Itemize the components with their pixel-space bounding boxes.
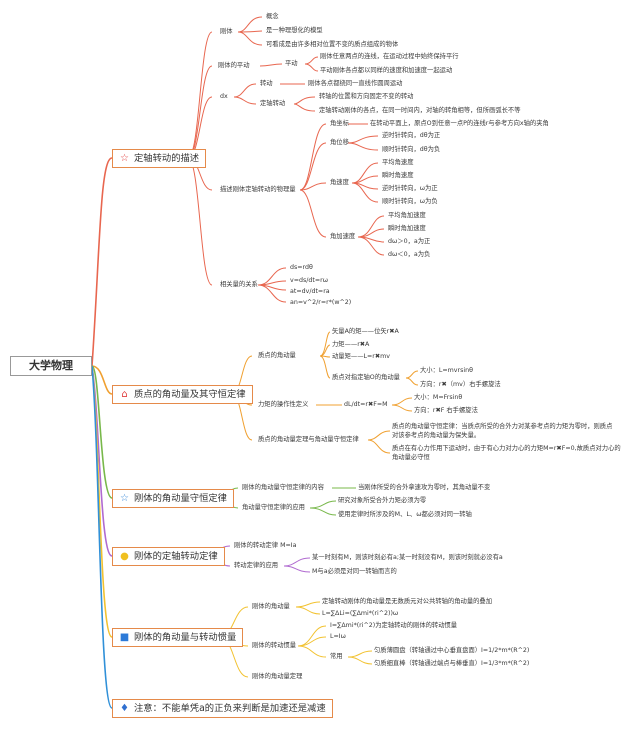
node-rigid-angular-momentum-1[interactable]: 定轴转动刚体的角动量是无数质元对公共转轴的角动量的叠加 <box>322 598 493 605</box>
node-rotation-item[interactable]: 刚体各点都绕同一直线作圆周运动 <box>308 80 403 87</box>
node-angular-displacement-ccw[interactable]: 逆时针转向，dθ为正 <box>382 132 441 139</box>
node-conservation-law-1[interactable]: 质点的角动量守恒定律：当质点所受的合外力对某参考点的力矩为零时，则质点 <box>392 423 613 430</box>
star-icon: ☆ <box>120 493 129 504</box>
node-about-axis[interactable]: 质点对指定轴O的角动量 <box>332 374 400 381</box>
node-rotation-law-formula[interactable]: 刚体的转动定律 M=Ia <box>234 542 297 549</box>
node-vector-moment[interactable]: 矢量A的矩——位矢r✖A <box>332 328 399 335</box>
node-angular-displacement-cw[interactable]: 顺时针转向，dθ为负 <box>382 146 441 153</box>
node-conservation-law-2[interactable]: 质点在有心力作用下运动时，由于有心力对力心的力矩M=r✖F=0,故质点对力心的 <box>392 445 621 452</box>
node-dx[interactable]: dx <box>220 93 228 100</box>
section-label: 注意：不能单凭a的正负来判断是加速还是减速 <box>134 703 326 714</box>
node-rigid-concept[interactable]: 概念 <box>266 13 279 20</box>
node-common[interactable]: 常用 <box>330 653 343 660</box>
section-angular-momentum-inertia[interactable]: ■ 刚体的角动量与转动惯量 <box>112 628 244 647</box>
node-torque-magnitude[interactable]: 大小：M=Frsinθ <box>414 394 463 401</box>
node-moment-of-inertia-1[interactable]: I=∑Δmi*(ri^2)为定轴转动的刚体的转动惯量 <box>330 622 458 629</box>
node-angular-acceleration-item-4[interactable]: dω＜0，a为负 <box>388 251 431 258</box>
node-angular-momentum-theorem[interactable]: 质点的角动量定理与角动量守恒定律 <box>258 436 359 443</box>
node-rotation-law-application-1[interactable]: 某一时刻有M，则该时刻必有a;某一时刻没有M，则该时刻就必没有a <box>312 554 503 561</box>
node-rigid-conservation-content-item[interactable]: 当刚体所受的合外拿速攻为零时，其角动量不变 <box>358 484 491 491</box>
lightbulb-icon: ● <box>120 551 129 562</box>
section-label: 定轴转动的描述 <box>134 153 200 164</box>
node-rigid-conservation-application[interactable]: 角动量守恒定律的应用 <box>242 504 305 511</box>
node-rigid-translation[interactable]: 刚体的平动 <box>218 62 250 69</box>
node-angular-velocity-item-1[interactable]: 平均角速度 <box>382 159 414 166</box>
node-angular-acceleration-item-3[interactable]: dω＞0，a为正 <box>388 238 431 245</box>
node-relation-4[interactable]: an=v^2/r=r*(w^2) <box>290 299 352 306</box>
node-angular-displacement[interactable]: 角位移 <box>330 139 349 146</box>
node-relation-2[interactable]: v=ds/dt=rω <box>290 277 329 284</box>
node-fixed-axis[interactable]: 定轴转动 <box>260 100 286 107</box>
node-fixed-axis-item-1[interactable]: 转轴的位置和方向固定不变的转动 <box>319 93 414 100</box>
node-particle-angular-momentum[interactable]: 质点的角动量 <box>258 352 296 359</box>
node-conservation-law-2-cont[interactable]: 角动量必守恒 <box>392 454 430 461</box>
node-common-rod[interactable]: 匀质细直棒（转轴通过端点与棒垂直）I=1/3*m*(R^2) <box>374 660 530 667</box>
node-rotation-law-application[interactable]: 转动定律的应用 <box>234 562 279 569</box>
node-angular-acceleration[interactable]: 角加速度 <box>330 233 356 240</box>
house-icon: ⌂ <box>121 389 128 400</box>
node-physical-quantities[interactable]: 描述刚体定轴转动的物理量 <box>220 186 296 193</box>
node-translation-item-1[interactable]: 刚体任意两点的连线，在运动过程中始终保持平行 <box>320 53 459 60</box>
section-label: 刚体的定轴转动定律 <box>134 551 218 562</box>
node-rigid-angular-momentum-2[interactable]: L=∑ΔLi=(∑Δmi*(ri^2))ω <box>322 610 399 617</box>
node-angular-acceleration-item-2[interactable]: 瞬时角加速度 <box>388 225 426 232</box>
node-torque-formula[interactable]: dL/dt=r✖F=M <box>344 401 388 408</box>
node-angular-velocity-item-3[interactable]: 逆时针转向，ω为正 <box>382 185 438 192</box>
section-note[interactable]: ♦ 注意：不能单凭a的正负来判断是加速还是减速 <box>112 699 333 718</box>
node-rigid-model[interactable]: 是一种理想化的模型 <box>266 27 323 34</box>
node-rigid-conservation-application-1[interactable]: 研究对象所受合外力矩必须为零 <box>338 497 427 504</box>
node-torque-direction[interactable]: 方向：r✖F 右手螺旋法 <box>414 407 478 414</box>
node-angular-velocity-item-2[interactable]: 瞬时角速度 <box>382 172 414 179</box>
node-moment-of-inertia-2[interactable]: L=Iω <box>330 633 346 640</box>
node-fixed-axis-item-2[interactable]: 定轴转动刚体的各点，在同一时间内，对轴的转角相等，但所画弧长不等 <box>319 107 521 114</box>
node-angular-coordinate[interactable]: 角坐标 <box>330 120 349 127</box>
node-angular-coordinate-item[interactable]: 在转动平面上，原点O到任意一点P的连线r与参考方向x轴的夹角 <box>370 120 549 127</box>
section-label: 质点的角动量及其守恒定律 <box>134 389 246 400</box>
node-torque-moment[interactable]: 力矩——r✖A <box>332 341 370 348</box>
node-angular-velocity[interactable]: 角速度 <box>330 179 349 186</box>
flame-icon: ♦ <box>120 703 129 714</box>
node-rigid-conservation-content[interactable]: 刚体的角动量守恒定律的内容 <box>242 484 324 491</box>
node-conservation-law-1-cont[interactable]: 对该参考点的角动量为保失量。 <box>392 432 481 439</box>
node-relation-1[interactable]: ds=rdθ <box>290 264 313 271</box>
node-rigid-definition[interactable]: 可看成是由许多相对位置不变的质点组成的物体 <box>266 41 399 48</box>
node-relation-3[interactable]: at=dv/dt=ra <box>290 288 330 295</box>
section-fixed-axis-rotation[interactable]: ☆ 定轴转动的描述 <box>112 149 207 168</box>
node-translation[interactable]: 平动 <box>285 60 298 67</box>
node-rigid-body[interactable]: 刚体 <box>220 28 233 35</box>
node-common-disc[interactable]: 匀质薄圆盘（转轴通过中心垂直盘面）I=1/2*m*(R^2) <box>374 647 530 654</box>
node-rigid-angular-momentum[interactable]: 刚体的角动量 <box>252 603 290 610</box>
node-torque-definition[interactable]: 力矩的操作性定义 <box>258 401 309 408</box>
star-outline-icon: ☆ <box>120 153 129 164</box>
section-particle-angular-momentum[interactable]: ⌂ 质点的角动量及其守恒定律 <box>112 385 253 404</box>
node-rigid-conservation-application-2[interactable]: 使用定律时所涉及的M、L、ω都必须对同一转轴 <box>338 511 472 518</box>
node-about-axis-magnitude[interactable]: 大小：L=mvrsinθ <box>420 367 473 374</box>
node-about-axis-direction[interactable]: 方向：r✖（mv）右手螺旋法 <box>420 381 501 388</box>
node-relations[interactable]: 相关量的关系 <box>220 281 258 288</box>
section-rotation-law[interactable]: ● 刚体的定轴转动定律 <box>112 547 225 566</box>
section-label: 刚体的角动量守恒定律 <box>134 493 227 504</box>
node-translation-item-2[interactable]: 平动刚体各点都以同样的速度和加速度一起运动 <box>320 67 453 74</box>
root-node[interactable]: 大学物理 <box>10 356 92 376</box>
node-angular-acceleration-item-1[interactable]: 平均角加速度 <box>388 212 426 219</box>
node-moment-of-inertia[interactable]: 刚体的转动惯量 <box>252 642 297 649</box>
node-angular-velocity-item-4[interactable]: 顺时针转向，ω为负 <box>382 198 438 205</box>
node-rotation-law-application-2[interactable]: M与a必须是对同一转轴而言的 <box>312 568 397 575</box>
node-rotation[interactable]: 转动 <box>260 80 273 87</box>
section-rigid-angular-momentum-conservation[interactable]: ☆ 刚体的角动量守恒定律 <box>112 489 234 508</box>
node-momentum-moment[interactable]: 动量矩——L=r✖mv <box>332 353 390 360</box>
node-angular-momentum-theorem-rigid[interactable]: 刚体的角动量定理 <box>252 673 303 680</box>
section-label: 刚体的角动量与转动惯量 <box>134 632 237 643</box>
flag-icon: ■ <box>119 632 130 643</box>
